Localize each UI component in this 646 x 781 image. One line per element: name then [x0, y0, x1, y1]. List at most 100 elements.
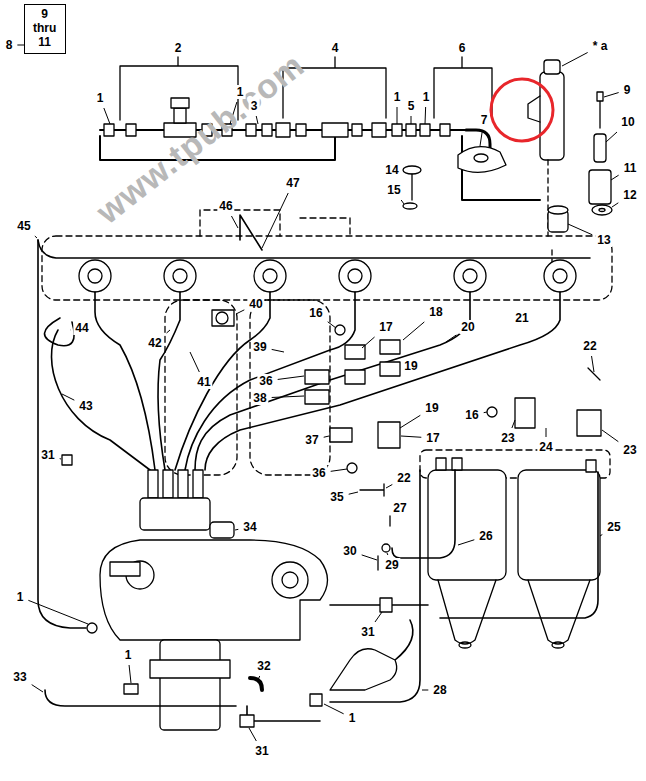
fuel-filter — [552, 642, 564, 648]
line-clamp — [515, 398, 535, 428]
callout-number: 1 — [421, 90, 432, 104]
injector-parts — [548, 206, 568, 214]
callout-number: 5 — [406, 99, 417, 113]
callout-number: 45 — [15, 219, 32, 233]
callout-number: 36 — [310, 466, 327, 480]
injector-parts — [594, 134, 606, 162]
leader-line — [446, 335, 456, 342]
callout-number: * a — [591, 39, 610, 53]
fuel-line — [246, 706, 248, 715]
fuel-line — [330, 604, 428, 606]
injector-parts — [592, 205, 612, 215]
leader-line — [62, 394, 74, 400]
engine-outline — [42, 210, 612, 475]
callout-number: 29 — [383, 558, 400, 572]
injector-parts — [599, 100, 600, 128]
fuel-line — [51, 330, 150, 470]
callout-number: 46 — [217, 199, 234, 213]
line-clamp — [305, 370, 329, 384]
fuel-filter — [428, 470, 506, 580]
leader-line — [17, 45, 24, 46]
callout-number: 27 — [391, 501, 408, 515]
fuel-pump — [160, 640, 220, 730]
fitting — [382, 544, 390, 552]
line-clamp — [305, 390, 329, 404]
callout-number: 28 — [431, 683, 448, 697]
pipe-fitting — [322, 123, 348, 137]
fuel-pump — [140, 498, 210, 530]
leader-line — [611, 175, 619, 180]
callout-number: 1 — [347, 711, 358, 725]
leader-line — [386, 484, 392, 488]
leader-line — [512, 420, 515, 428]
callout-number: 40 — [247, 297, 264, 311]
injector-top — [463, 269, 477, 283]
fuel-line — [440, 472, 598, 618]
leader-line — [602, 430, 618, 442]
pipe-fitting — [392, 124, 402, 136]
fuel-pump — [100, 470, 328, 730]
engine-outline — [165, 300, 237, 475]
injector-top — [79, 260, 111, 292]
injector-top — [88, 269, 102, 283]
fuel-line — [95, 292, 155, 470]
pipe-fitting — [104, 124, 114, 136]
line-clamp — [378, 422, 400, 448]
fuel-line — [240, 215, 262, 250]
fuel-line — [254, 720, 320, 722]
leader-line — [480, 130, 482, 146]
fuel-pump — [310, 694, 322, 706]
callout-number: 20 — [459, 320, 476, 334]
injector-top — [348, 269, 362, 283]
callout-number: 17 — [377, 320, 394, 334]
injector-parts — [599, 209, 605, 212]
pipe-fitting — [174, 108, 186, 123]
callout-number: 4 — [330, 41, 341, 55]
callout-number: 16 — [463, 408, 480, 422]
callout-number: 1 — [123, 648, 134, 662]
fuel-pump — [272, 562, 308, 598]
callout-number: 9 — [622, 83, 633, 97]
line-clamp — [212, 310, 234, 326]
leader-line — [32, 685, 43, 692]
leader-line — [328, 322, 336, 328]
engine-outline — [200, 210, 350, 236]
fuel-filter — [528, 580, 590, 644]
leader-line — [546, 428, 547, 437]
line-clamp — [380, 340, 400, 354]
callout-bracket — [434, 57, 492, 118]
leader-line — [231, 216, 238, 228]
line-clamp — [380, 362, 400, 376]
fuel-line — [44, 318, 74, 346]
fuel-pump — [193, 470, 203, 498]
leader-line — [600, 535, 602, 536]
pipe-fitting — [406, 124, 416, 136]
callout-number: 30 — [341, 544, 358, 558]
fuel-line — [45, 690, 236, 706]
bolt-washer — [403, 166, 421, 174]
leader-line — [362, 555, 377, 560]
callout-number: 11 — [622, 161, 639, 175]
fuel-filter — [518, 470, 600, 580]
injector-top — [164, 260, 196, 292]
leader-line — [592, 356, 594, 372]
leader-line — [562, 52, 588, 66]
callout-number: 1 — [15, 590, 26, 604]
callout-number: 12 — [621, 188, 638, 202]
leader-line — [375, 612, 382, 622]
line-clamp — [345, 370, 365, 384]
leader-line — [362, 337, 375, 348]
leader-line — [60, 458, 61, 459]
callout-number: 31 — [359, 625, 376, 639]
leader-line — [397, 107, 398, 124]
leader-line — [262, 193, 288, 248]
pipe-fitting — [171, 98, 189, 108]
leader-line — [28, 600, 88, 624]
fuel-pump — [163, 470, 173, 498]
leader-line — [349, 492, 358, 494]
leader-line — [236, 310, 244, 314]
callout-number: 23 — [499, 431, 516, 445]
callout-number: 25 — [605, 520, 622, 534]
leader-line — [401, 200, 404, 204]
